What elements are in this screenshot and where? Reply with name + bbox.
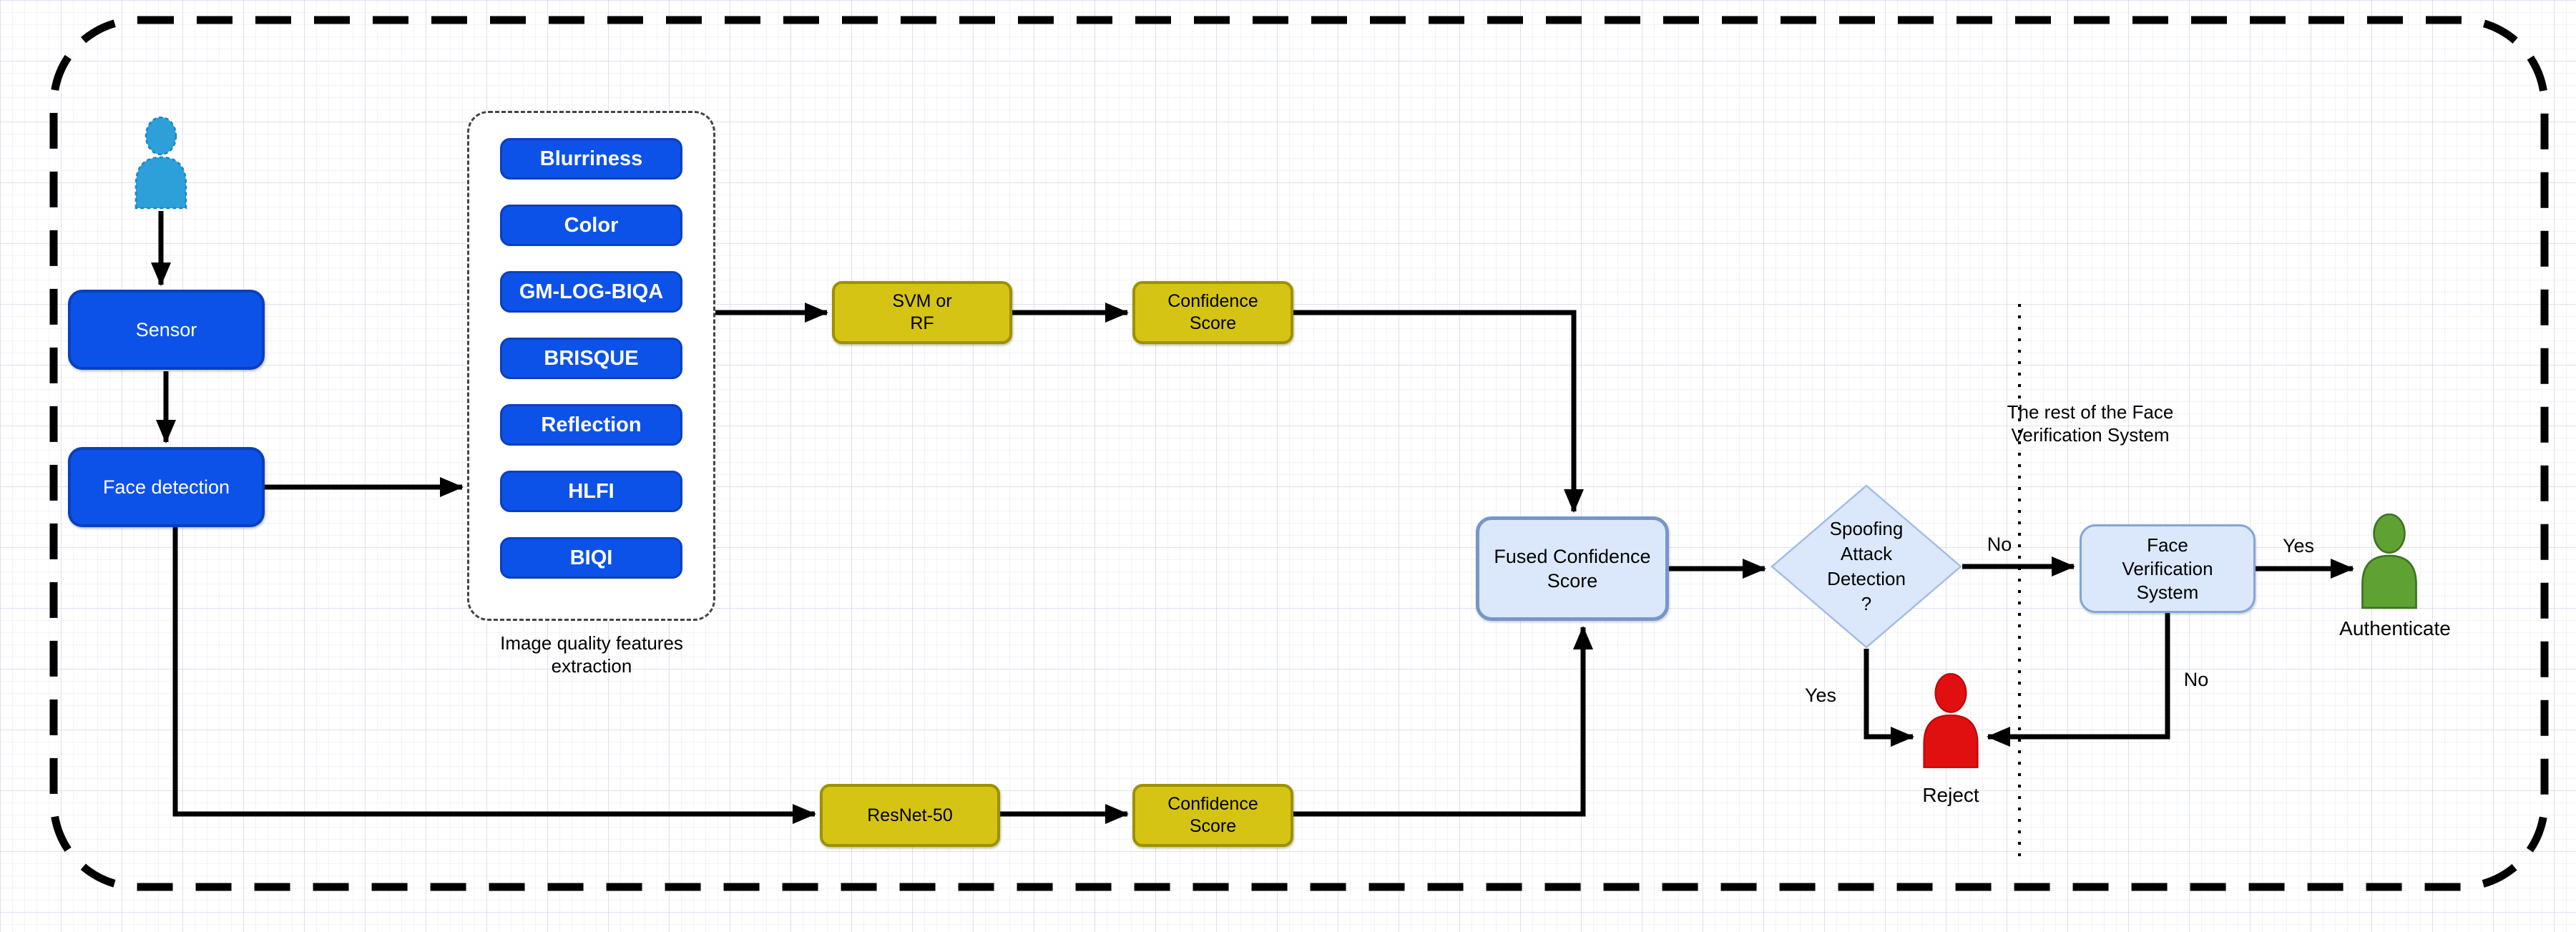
face-verification-system-node: Face Verification System (2080, 524, 2256, 613)
reject-user-icon (1920, 673, 1982, 772)
diamond-shape (1771, 484, 1962, 649)
image-quality-caption: Image quality features extraction (500, 632, 683, 677)
spoofing-attack-detection-decision: Spoofing Attack Detection ? (1771, 484, 1962, 649)
authenticate-user-icon (2359, 513, 2420, 613)
edge-confidence-top-to-fused (1293, 310, 1584, 513)
resnet50-node: ResNet-50 (820, 784, 1000, 847)
fvs-yes-label: Yes (2282, 535, 2315, 556)
image-quality-features-group: Blurriness Color GM-LOG-BIQA BRISQUE Ref… (467, 111, 715, 621)
confidence-score-bottom-node: Confidence Score (1132, 784, 1293, 847)
fused-confidence-score-node: Fused Confidence Score (1476, 516, 1669, 621)
svm-rf-node: SVM or RF (832, 281, 1012, 344)
person-icon (2361, 513, 2417, 609)
person-icon (134, 116, 187, 210)
feature-box-blurriness: Blurriness (500, 138, 682, 180)
edge-decision-yes-to-reject (1864, 649, 1914, 747)
edge-confidence-bottom-to-fused (1293, 626, 1593, 817)
confidence-score-top-node: Confidence Score (1132, 281, 1293, 344)
decision-yes-label: Yes (1804, 685, 1837, 706)
feature-box-biqi: BIQI (500, 537, 682, 579)
fvs-no-label: No (2183, 669, 2209, 690)
system-boundary-border (49, 16, 2549, 891)
sensor-node: Sensor (68, 290, 265, 370)
feature-box-color: Color (500, 205, 682, 246)
region-note: The rest of the Face Verification System (2007, 401, 2174, 446)
edge-facedetection-to-resnet (172, 527, 816, 824)
reject-label: Reject (1922, 784, 1979, 806)
feature-box-reflection: Reflection (500, 404, 682, 446)
input-user-icon (132, 116, 190, 213)
authenticate-label: Authenticate (2339, 617, 2451, 639)
feature-box-hlfi: HLFI (500, 471, 682, 512)
decision-no-label: No (1987, 534, 2012, 555)
face-detection-node: Face detection (68, 447, 265, 527)
person-icon (1923, 673, 1979, 768)
edge-fvs-no-to-reject (1987, 613, 2170, 747)
feature-box-gm-log-biqa: GM-LOG-BIQA (500, 271, 682, 313)
feature-box-brisque: BRISQUE (500, 338, 682, 379)
decision-label: Spoofing Attack Detection ? (1827, 518, 1906, 614)
